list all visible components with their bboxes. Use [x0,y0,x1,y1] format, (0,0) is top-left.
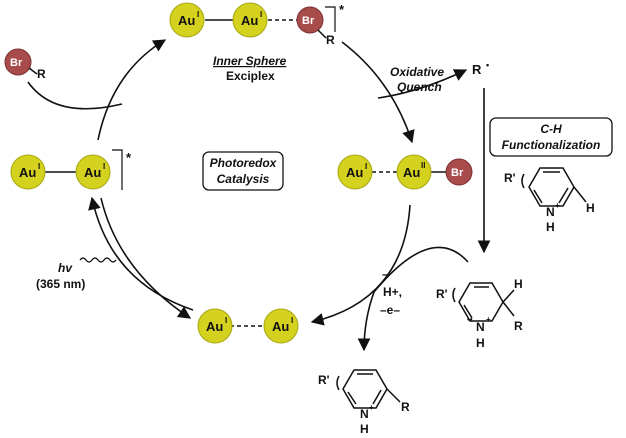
svg-text:R: R [514,319,523,333]
arrow-bottom-up-2 [100,197,192,319]
svg-text:I: I [260,10,262,19]
svg-text:H: H [360,422,369,436]
photoredox-catalysis-box: Photoredox Catalysis [202,151,284,191]
svg-text:I: I [38,162,40,171]
minus-sign-label: – [382,267,389,281]
svg-text:Au: Au [272,319,289,334]
svg-text:Functionalization: Functionalization [502,138,601,152]
svg-text:*: * [339,2,345,17]
svg-text:Au: Au [403,165,420,180]
oxidative-label: Oxidative [390,65,444,79]
arrow-bottom-up [88,196,194,311]
svg-text:H: H [476,336,485,350]
au-atom-right-1 [337,154,373,190]
wavelength-label: (365 nm) [36,277,85,291]
svg-text:Au: Au [178,13,195,28]
au-atom-left-2 [75,154,111,190]
svg-text:R: R [326,33,335,47]
svg-text:H: H [546,220,555,234]
substrate-br-r: Br R [4,48,46,81]
br-atom-substrate [4,48,32,76]
auii-bromide-complex: Au I Au II Br [337,154,473,190]
svg-text:R': R' [436,287,448,301]
hv-wiggle [79,257,117,263]
au-atom-top-1 [169,2,205,38]
svg-text:R': R' [318,373,330,387]
svg-text:R': R' [504,171,516,185]
excited-dimer: Au I Au I * [10,149,132,190]
svg-text:N: N [476,320,485,334]
arrow-left-up [97,39,167,141]
hv-label: hv [58,261,73,275]
svg-text:Br: Br [302,15,315,27]
svg-text:C-H: C-H [540,122,562,136]
svg-text:H: H [514,277,523,291]
minus-e-label: –e– [380,303,400,317]
au-atom-bottom-2 [263,308,299,344]
br-atom-top [296,6,324,34]
svg-text:+: + [369,403,374,412]
svg-text:*: * [126,150,132,165]
arrow-oxidative-quench [377,69,468,99]
radical-r: R [472,62,482,77]
br-atom-right [445,158,473,186]
svg-text:Au: Au [84,165,101,180]
quench-label: Quench [397,80,442,94]
arrow-top-right [341,41,415,144]
pyridinium-reactant [521,167,587,207]
cycle-arrows [27,39,491,352]
svg-text:I: I [291,316,293,325]
svg-text:+: + [555,201,560,210]
svg-text:+: + [486,315,491,324]
au-atom-right-2 [396,154,432,190]
svg-text:Au: Au [241,13,258,28]
ground-state-dimer: Au I Au I [197,308,299,344]
ch-functionalization-box: C-H Functionalization [489,117,613,157]
pyridinium-product [336,369,401,409]
svg-text:I: I [225,316,227,325]
svg-text:Br: Br [451,167,464,179]
svg-text:N: N [546,205,555,219]
svg-text:R: R [401,400,410,414]
inner-sphere-label: Inner Sphere [213,54,287,68]
svg-text:••: •• [467,315,473,324]
exciplex-complex: Au I Au I Br R * [169,2,345,47]
arrow-product-out [357,246,469,352]
au-atom-top-2 [232,2,268,38]
radical-adduct [452,282,515,322]
svg-text:Au: Au [346,165,363,180]
svg-text:Photoredox: Photoredox [210,156,278,170]
au-atom-left-1 [10,154,46,190]
au-atom-bottom-1 [197,308,233,344]
svg-text:Au: Au [19,165,36,180]
svg-text:I: I [365,162,367,171]
arrow-substrate-in [27,81,123,110]
svg-text:R: R [37,67,46,81]
svg-text:Au: Au [206,319,223,334]
svg-text:•: • [486,60,489,70]
svg-text:II: II [421,161,425,170]
svg-text:I: I [197,10,199,19]
exciplex-label: Exciplex [226,69,275,83]
svg-text:Br: Br [10,57,23,69]
svg-text:N: N [360,407,369,421]
h-plus-label: H+, [383,285,402,299]
svg-text:H: H [586,201,595,215]
svg-text:Catalysis: Catalysis [217,172,270,186]
svg-text:I: I [103,162,105,171]
